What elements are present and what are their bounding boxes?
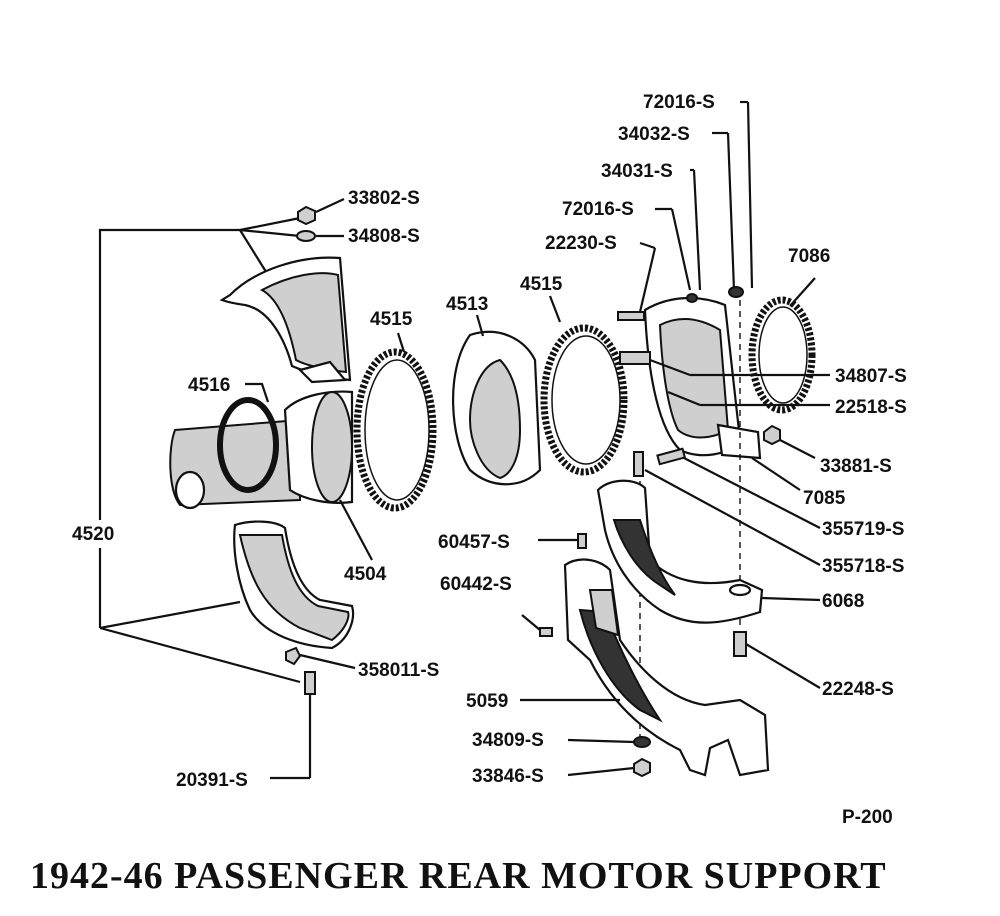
bolt-358011s-shape	[285, 646, 356, 670]
diagram-title: 1942-46 PASSENGER REAR MOTOR SUPPORT	[30, 855, 887, 897]
housing-7085-shape	[643, 297, 801, 491]
label-5059: 5059	[466, 691, 508, 712]
bolt-60442s-shape	[521, 614, 553, 637]
gasket-4515a-shape	[353, 332, 437, 512]
label-33802s: 33802-S	[348, 188, 420, 209]
label-6068: 6068	[822, 591, 864, 612]
label-60442s: 60442-S	[440, 574, 512, 595]
label-4515-left: 4515	[370, 309, 413, 330]
label-33846s: 33846-S	[472, 766, 544, 787]
bolts-355719-355718	[633, 447, 821, 566]
label-34809s: 34809-S	[472, 730, 544, 751]
tube-4504-shape	[169, 390, 354, 510]
part-labels: 33802-S 34808-S 4516 4515 4513 4515 4520…	[72, 92, 907, 791]
label-72016s-top: 72016-S	[643, 92, 715, 113]
label-34807s: 34807-S	[835, 366, 907, 387]
gasket-4515b-shape	[540, 295, 628, 476]
leader-4504	[339, 499, 373, 561]
label-358011s: 358011-S	[358, 660, 439, 681]
label-4516: 4516	[188, 375, 230, 396]
retainer-4513-shape	[451, 314, 542, 486]
fasteners-top-right	[617, 100, 830, 459]
upper-clamp-shape	[219, 256, 352, 384]
label-34808s: 34808-S	[348, 226, 420, 247]
leader-4520-bracket	[98, 216, 301, 684]
crossmember-5059-shape	[520, 558, 770, 777]
nut-33846s-shape	[567, 757, 651, 778]
label-355718s: 355718-S	[822, 556, 904, 577]
support-6068-shape	[596, 479, 821, 624]
label-34032s: 34032-S	[618, 124, 690, 145]
label-4513: 4513	[446, 294, 488, 315]
washer-34808s-shape	[296, 230, 344, 242]
plate-number: P-200	[842, 807, 893, 828]
label-4515-right: 4515	[520, 274, 563, 295]
nut-33802s-shape	[297, 198, 345, 226]
washer-34809s-shape	[567, 736, 651, 748]
lower-clamp-shape	[233, 520, 355, 650]
plate-7086-shape	[748, 277, 816, 414]
label-33881s: 33881-S	[820, 456, 892, 477]
label-22230s: 22230-S	[545, 233, 617, 254]
label-4520: 4520	[72, 524, 114, 545]
bolt-60457s-shape	[538, 533, 587, 549]
bolt-20391s-shape	[270, 671, 316, 780]
ring-4516-shape	[217, 382, 279, 493]
label-72016s: 72016-S	[562, 199, 634, 220]
bolt-22248s-shape	[733, 631, 821, 689]
label-7086: 7086	[788, 246, 830, 267]
label-60457s: 60457-S	[438, 532, 510, 553]
label-355719s: 355719-S	[822, 519, 904, 540]
label-20391s: 20391-S	[176, 770, 248, 791]
label-22518s: 22518-S	[835, 397, 907, 418]
label-34031s: 34031-S	[601, 161, 673, 182]
label-22248s: 22248-S	[822, 679, 894, 700]
label-7085: 7085	[803, 488, 846, 509]
label-4504: 4504	[344, 564, 387, 585]
